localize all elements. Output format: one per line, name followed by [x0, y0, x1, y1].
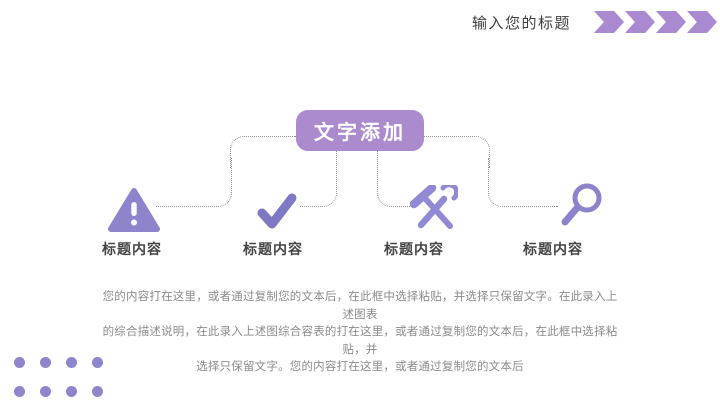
branch-label-4[interactable]: 标题内容 [523, 241, 583, 257]
body-text-line: 的综合描述说明，在此录入上述图综合容表的打在这里，或者通过复制您的文本后，在此框… [102, 326, 618, 356]
connector-left-upper [230, 136, 296, 168]
body-text-line: 您的内容打在这里，或者通过复制您的文本后，在此框中选择粘贴，并选择只保留文字。在… [102, 291, 618, 321]
branch-label-2[interactable]: 标题内容 [243, 241, 303, 257]
hammer-wrench-icon[interactable] [409, 182, 460, 238]
warning-triangle-icon[interactable] [108, 187, 160, 238]
connector-tools [377, 150, 410, 207]
root-node-button[interactable]: 文字添加 [296, 110, 424, 151]
chevron-band [594, 11, 717, 33]
decor-dot-grid [14, 357, 103, 397]
dot-icon [40, 357, 51, 368]
header-title[interactable]: 输入您的标题 [471, 14, 571, 32]
dot-icon [66, 386, 77, 397]
header: 输入您的标题 [472, 11, 717, 33]
branch-label-3[interactable]: 标题内容 [384, 241, 444, 257]
body-text[interactable]: 您的内容打在这里，或者通过复制您的文本后，在此框中选择粘贴，并选择只保留文字。在… [100, 289, 620, 377]
connector-right-upper [424, 136, 490, 168]
chevron-right-icon [687, 11, 717, 33]
chevron-right-icon [625, 11, 655, 33]
dot-icon [40, 386, 51, 397]
connector-left-lower [156, 158, 232, 207]
chevron-right-icon [594, 11, 624, 33]
magnifier-icon[interactable] [555, 181, 607, 238]
connector-check [300, 150, 337, 207]
connector-right-lower [488, 158, 558, 207]
dot-icon [14, 357, 25, 368]
body-text-line: 选择只保留文字。您的内容打在这里，或者通过复制您的文本后 [196, 361, 524, 374]
branch-label-1[interactable]: 标题内容 [102, 241, 162, 257]
root-node-label: 文字添加 [314, 122, 406, 144]
dot-icon [66, 357, 77, 368]
chevron-right-icon [656, 11, 686, 33]
dot-icon [92, 357, 103, 368]
dot-icon [14, 386, 25, 397]
dot-icon [92, 386, 103, 397]
checkmark-icon[interactable] [255, 189, 299, 238]
